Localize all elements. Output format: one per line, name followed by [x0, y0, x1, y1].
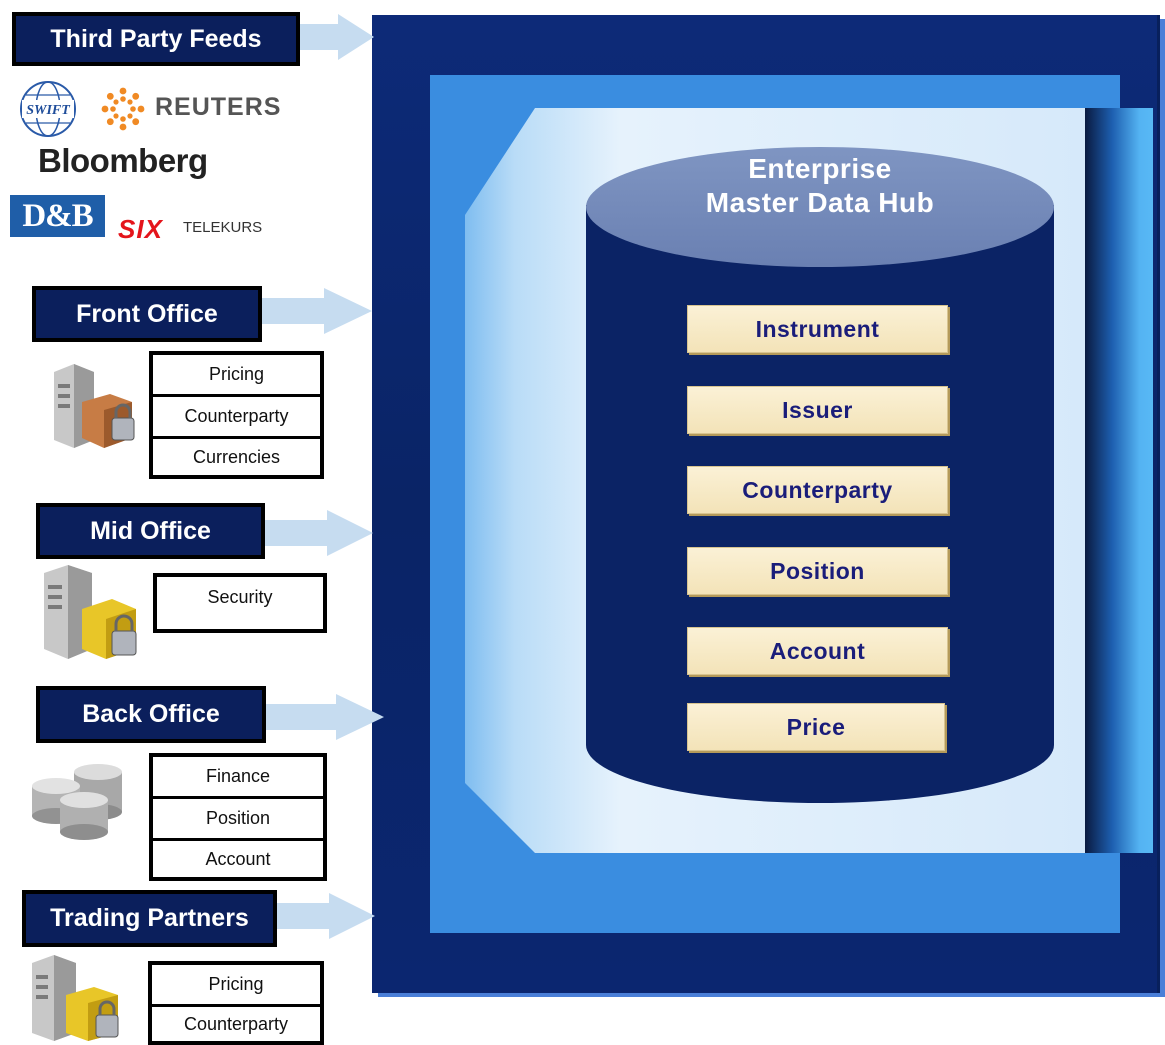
mid-office-arrow: [265, 510, 373, 556]
trading-partners-list: Pricing Counterparty: [148, 961, 324, 1045]
trading-partners-item: Counterparty: [183, 1013, 289, 1034]
hub-item-counterparty[interactable]: Counterparty: [687, 466, 948, 514]
dnb-logo-text: D&B: [22, 197, 93, 234]
hub-item-issuer[interactable]: Issuer: [687, 386, 948, 434]
mid-office-list: Security: [153, 573, 327, 633]
hub-item-position[interactable]: Position: [687, 547, 948, 595]
mid-office-item: Security: [207, 587, 273, 607]
front-office-item: Pricing: [153, 355, 320, 397]
bloomberg-logo: Bloomberg: [38, 142, 208, 179]
mid-office-label: Mid Office: [36, 503, 265, 559]
trading-partners-label: Trading Partners: [22, 890, 277, 947]
hub-title-line2: Master Data Hub: [705, 187, 935, 218]
telekurs-logo: TELEKURS: [183, 219, 263, 236]
dnb-logo: D&B: [10, 195, 105, 237]
reuters-logo-mark: [101, 87, 145, 131]
third-party-arrow: [300, 14, 374, 60]
hub-item-price[interactable]: Price: [687, 703, 945, 751]
trading-partners-item: Pricing: [152, 965, 320, 1007]
server-lock-icon: [54, 364, 135, 448]
hub-title-line1: Enterprise: [748, 153, 892, 184]
third-party-feeds-label: Third Party Feeds: [12, 12, 300, 66]
hub-title: Enterprise Master Data Hub: [600, 152, 1040, 220]
front-office-label: Front Office: [32, 286, 262, 342]
back-office-label: Back Office: [36, 686, 266, 743]
reuters-logo: REUTERS: [155, 93, 282, 121]
hub-inner-edge: [1085, 108, 1153, 853]
back-office-arrow: [266, 694, 384, 740]
server-lock-icon: [44, 565, 137, 659]
back-office-list: Finance Position Account: [149, 753, 327, 881]
database-icon: [32, 764, 122, 840]
front-office-arrow: [262, 288, 372, 334]
hub-item-account[interactable]: Account: [687, 627, 948, 675]
trading-partners-arrow: [277, 893, 375, 939]
six-logo: SIX: [118, 214, 163, 244]
back-office-item: Position: [153, 799, 323, 841]
server-lock-icon: [32, 955, 119, 1041]
front-office-list: Pricing Counterparty Currencies: [149, 351, 324, 479]
back-office-item: Account: [205, 848, 271, 869]
front-office-item: Currencies: [192, 446, 281, 467]
front-office-item: Counterparty: [153, 397, 320, 439]
swift-logo: SWIFT: [20, 81, 76, 137]
swift-logo-text: SWIFT: [26, 103, 71, 118]
hub-item-instrument[interactable]: Instrument: [687, 305, 948, 353]
back-office-item: Finance: [153, 757, 323, 799]
